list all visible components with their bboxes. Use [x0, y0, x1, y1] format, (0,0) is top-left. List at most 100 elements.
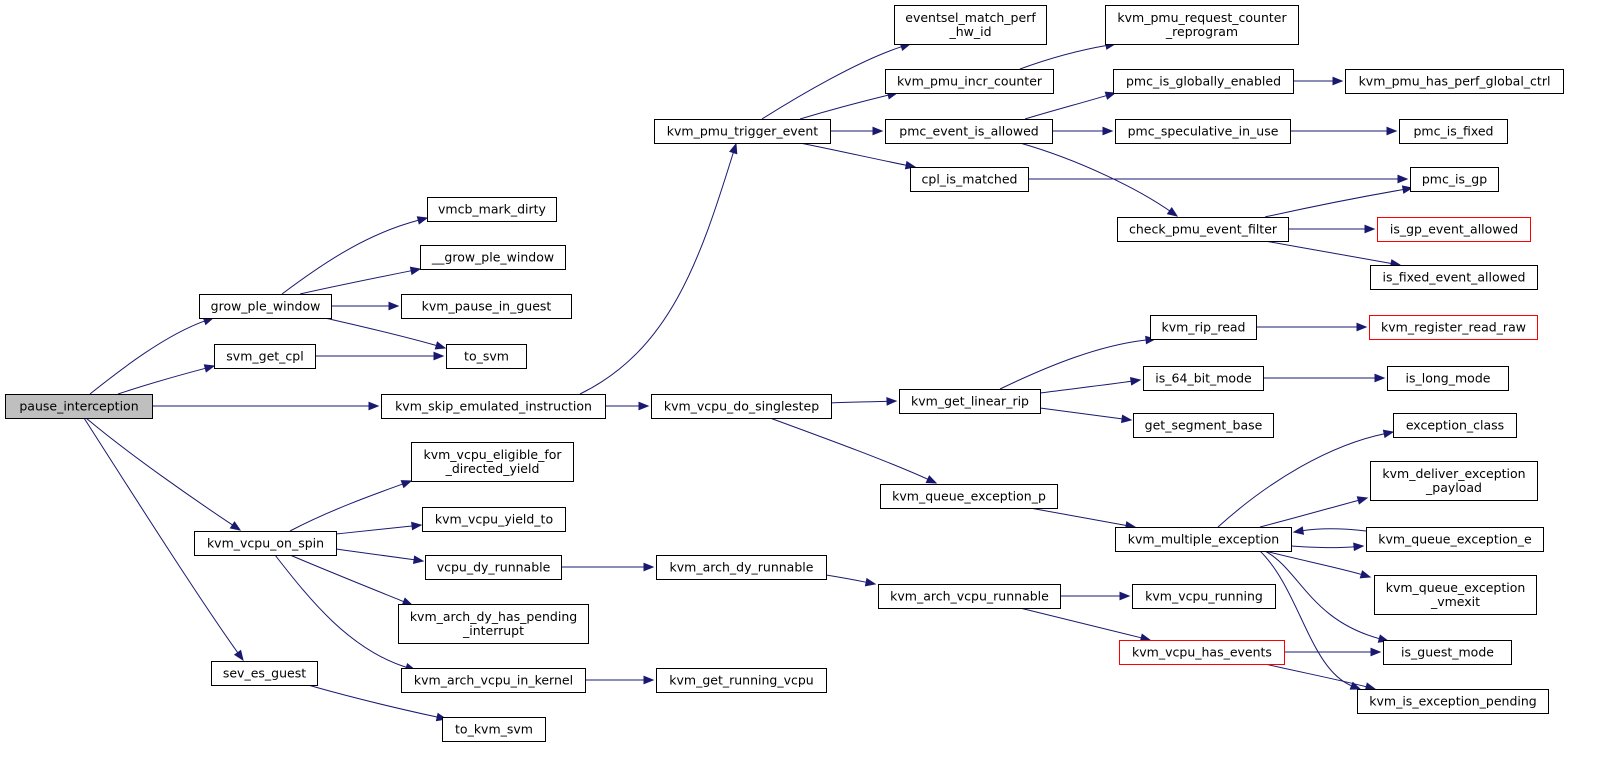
node-pmc-event-is-allowed[interactable]: pmc_event_is_allowed: [885, 119, 1053, 144]
node-label: to_svm: [464, 349, 509, 364]
edge-pmc_is_globally_enabled-to-kvm_pmu_has_perf_global_ctrl: [1293, 76, 1344, 86]
node-sev-es-guest[interactable]: sev_es_guest: [211, 661, 318, 686]
edge-kvm_queue_exception_e-to-kvm_multiple_exception: [1292, 526, 1367, 535]
node-kvm-vcpu-running[interactable]: kvm_vcpu_running: [1132, 584, 1276, 609]
node-kvm-skip-emulated-instruction[interactable]: kvm_skip_emulated_instruction: [381, 394, 606, 419]
edge-kvm_multiple_exception-to-kvm_queue_exception_e: [1290, 542, 1365, 552]
node-kvm-pmu-trigger-event[interactable]: kvm_pmu_trigger_event: [654, 119, 831, 144]
node-label: kvm_is_exception_pending: [1369, 694, 1536, 709]
edge-kvm_skip_emulated_instruction-to-kvm_vcpu_do_singlestep: [605, 401, 650, 411]
node-is-gp-event-allowed[interactable]: is_gp_event_allowed: [1377, 217, 1531, 242]
node-kvm-vcpu-has-events[interactable]: kvm_vcpu_has_events: [1119, 640, 1285, 665]
node-kvm-pause-in-guest[interactable]: kvm_pause_in_guest: [401, 294, 572, 319]
node-kvm-queue-exception-e[interactable]: kvm_queue_exception_e: [1366, 527, 1544, 552]
node-kvm-is-exception-pending[interactable]: kvm_is_exception_pending: [1357, 689, 1549, 714]
node-kvm-arch-dy-runnable[interactable]: kvm_arch_dy_runnable: [656, 555, 827, 580]
edge-kvm_rip_read-to-kvm_register_read_raw: [1256, 322, 1368, 332]
edge-pmc_event_is_allowed-to-pmc_is_globally_enabled: [1024, 91, 1117, 120]
node-label: grow_ple_window: [211, 299, 321, 314]
node-grow-ple-window[interactable]: __grow_ple_window: [420, 245, 566, 270]
edge-pmc_event_is_allowed-to-check_pmu_event_filter: [1019, 142, 1179, 217]
node-label: pmc_is_globally_enabled: [1126, 74, 1281, 89]
node-label: sev_es_guest: [223, 666, 306, 681]
edge-pause_interception-to-kvm_vcpu_on_spin: [85, 417, 242, 531]
edge-pause_interception-to-kvm_skip_emulated_instruction: [147, 401, 380, 411]
node-label: kvm_vcpu_running: [1145, 589, 1263, 604]
edge-kvm_arch_vcpu_runnable-to-kvm_vcpu_has_events: [1019, 607, 1152, 642]
node-is-long-mode[interactable]: is_long_mode: [1387, 366, 1509, 391]
node-label: kvm_queue_exception_p: [892, 489, 1046, 504]
node-kvm-vcpu-on-spin[interactable]: kvm_vcpu_on_spin: [194, 531, 337, 556]
node-label: kvm_vcpu_has_events: [1132, 645, 1272, 660]
node-kvm-arch-vcpu-runnable[interactable]: kvm_arch_vcpu_runnable: [878, 584, 1061, 609]
node-kvm-multiple-exception[interactable]: kvm_multiple_exception: [1115, 527, 1292, 552]
node-vcpu-dy-runnable[interactable]: vcpu_dy_runnable: [425, 555, 562, 580]
node-label: is_long_mode: [1406, 371, 1491, 386]
node-is-fixed-event-allowed[interactable]: is_fixed_event_allowed: [1370, 265, 1538, 290]
node-kvm-vcpu-eligible-for-directed-yield[interactable]: kvm_vcpu_eligible_for_directed_yield: [411, 442, 574, 482]
node-kvm-deliver-exception-payload[interactable]: kvm_deliver_exception_payload: [1370, 461, 1538, 501]
node-label: exception_class: [1406, 418, 1504, 433]
edge-pmc_speculative_in_use-to-pmc_is_fixed: [1290, 126, 1398, 136]
node-pmc-is-gp[interactable]: pmc_is_gp: [1410, 167, 1499, 192]
node-kvm-vcpu-yield-to[interactable]: kvm_vcpu_yield_to: [422, 507, 566, 532]
node-exception-class[interactable]: exception_class: [1393, 413, 1517, 438]
edge-vcpu_dy_runnable-to-kvm_arch_dy_runnable: [561, 562, 655, 572]
node-label: _reprogram: [1165, 24, 1238, 39]
node-cpl-is-matched[interactable]: cpl_is_matched: [910, 167, 1029, 192]
node-vmcb-mark-dirty[interactable]: vmcb_mark_dirty: [427, 197, 557, 222]
edge-kvm_queue_exception_p-to-kvm_multiple_exception: [1029, 507, 1137, 530]
node-label: kvm_get_linear_rip: [911, 394, 1029, 409]
node-label: kvm_vcpu_on_spin: [207, 536, 324, 551]
node-svm-get-cpl[interactable]: svm_get_cpl: [214, 344, 316, 369]
node-label: kvm_pmu_has_perf_global_ctrl: [1359, 74, 1551, 89]
node-check-pmu-event-filter[interactable]: check_pmu_event_filter: [1117, 217, 1289, 242]
node-kvm-arch-dy-has-pending-interrupt[interactable]: kvm_arch_dy_has_pending_interrupt: [398, 604, 589, 644]
node-kvm-queue-exception-p[interactable]: kvm_queue_exception_p: [880, 484, 1058, 509]
node-label: kvm_queue_exception: [1386, 580, 1526, 595]
node-kvm-queue-exception-vmexit[interactable]: kvm_queue_exception_vmexit: [1374, 575, 1537, 615]
edge-kvm_multiple_exception-to-kvm_queue_exception_vmexit: [1264, 550, 1372, 579]
node-pmc-is-fixed[interactable]: pmc_is_fixed: [1399, 119, 1508, 144]
node-eventsel-match-perf-hw-id[interactable]: eventsel_match_perf_hw_id: [894, 5, 1047, 45]
node-label: vcpu_dy_runnable: [437, 560, 551, 575]
edge-kvm_pmu_trigger_event-to-cpl_is_matched: [799, 142, 917, 170]
node-label: kvm_vcpu_do_singlestep: [664, 399, 819, 414]
node-kvm-get-linear-rip[interactable]: kvm_get_linear_rip: [899, 389, 1041, 414]
edge-kvm_multiple_exception-to-exception_class: [1217, 429, 1395, 528]
edge-kvm_vcpu_on_spin-to-kvm_arch_dy_has_pending_interrupt: [289, 554, 414, 606]
node-label: kvm_deliver_exception: [1382, 466, 1525, 481]
node-pmc-speculative-in-use[interactable]: pmc_speculative_in_use: [1115, 119, 1291, 144]
node-kvm-register-read-raw[interactable]: kvm_register_read_raw: [1369, 315, 1538, 340]
node-label: to_kvm_svm: [455, 722, 533, 737]
node-kvm-arch-vcpu-in-kernel[interactable]: kvm_arch_vcpu_in_kernel: [401, 668, 586, 693]
node-label: pause_interception: [19, 399, 138, 414]
node-label: _directed_yield: [445, 461, 540, 476]
node-to-svm[interactable]: to_svm: [446, 344, 527, 369]
node-label: pmc_is_fixed: [1414, 124, 1494, 139]
edge-pause_interception-to-svm_get_cpl: [117, 364, 216, 395]
node-kvm-pmu-has-perf-global-ctrl[interactable]: kvm_pmu_has_perf_global_ctrl: [1345, 69, 1564, 94]
node-label: _payload: [1425, 480, 1482, 495]
node-kvm-pmu-incr-counter[interactable]: kvm_pmu_incr_counter: [885, 69, 1054, 94]
node-is-64-bit-mode[interactable]: is_64_bit_mode: [1143, 366, 1264, 391]
node-label: kvm_pmu_trigger_event: [667, 124, 819, 139]
node-kvm-get-running-vcpu[interactable]: kvm_get_running_vcpu: [656, 668, 827, 693]
node-grow-ple-window[interactable]: grow_ple_window: [199, 294, 332, 319]
node-kvm-rip-read[interactable]: kvm_rip_read: [1150, 315, 1257, 340]
node-label: is_64_bit_mode: [1155, 371, 1252, 386]
node-kvm-vcpu-do-singlestep[interactable]: kvm_vcpu_do_singlestep: [651, 394, 832, 419]
node-label: kvm_get_running_vcpu: [669, 673, 813, 688]
node-is-guest-mode[interactable]: is_guest_mode: [1383, 640, 1512, 665]
node-get-segment-base[interactable]: get_segment_base: [1133, 413, 1274, 438]
node-to-kvm-svm[interactable]: to_kvm_svm: [442, 717, 546, 742]
node-label: is_fixed_event_allowed: [1383, 270, 1526, 285]
edge-kvm_get_linear_rip-to-is_64_bit_mode: [1039, 377, 1142, 394]
node-pmc-is-globally-enabled[interactable]: pmc_is_globally_enabled: [1113, 69, 1294, 94]
node-kvm-pmu-request-counter-reprogram[interactable]: kvm_pmu_request_counter_reprogram: [1105, 5, 1299, 45]
edge-pause_interception-to-grow_ple_window: [89, 317, 215, 395]
node-label: kvm_arch_dy_has_pending: [410, 609, 577, 624]
node-label: _vmexit: [1430, 594, 1480, 609]
node-label: kvm_queue_exception_e: [1378, 532, 1532, 547]
